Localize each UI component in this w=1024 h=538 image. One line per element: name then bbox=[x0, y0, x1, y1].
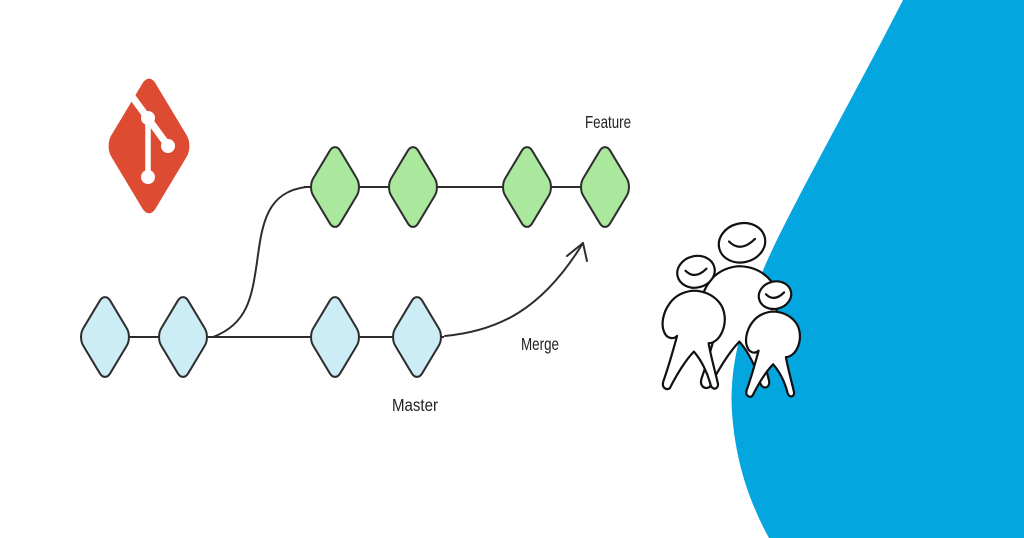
feature-commit-node bbox=[308, 142, 362, 232]
git-logo-node-right bbox=[161, 139, 175, 153]
git-logo-node-bottom bbox=[141, 170, 155, 184]
feature-label: Feature bbox=[585, 112, 631, 132]
merge-arrow-curve bbox=[444, 242, 584, 337]
blue-blob-background bbox=[731, 0, 1024, 538]
feature-commit-node bbox=[500, 142, 554, 232]
master-commits bbox=[78, 292, 444, 382]
merge-arrowhead bbox=[566, 242, 588, 262]
feature-commits bbox=[308, 142, 632, 232]
git-logo bbox=[108, 78, 190, 214]
master-label: Master bbox=[392, 395, 438, 415]
master-commit-node bbox=[156, 292, 210, 382]
feature-commit-node bbox=[578, 142, 632, 232]
feature-commit-node bbox=[386, 142, 440, 232]
merge-arrow bbox=[444, 242, 588, 337]
master-commit-node bbox=[78, 292, 132, 382]
git-logo-node-top bbox=[141, 111, 155, 125]
master-commit-node bbox=[390, 292, 444, 382]
merge-label: Merge bbox=[521, 334, 559, 354]
branch-off-curve bbox=[212, 186, 307, 338]
master-commit-node bbox=[308, 292, 362, 382]
